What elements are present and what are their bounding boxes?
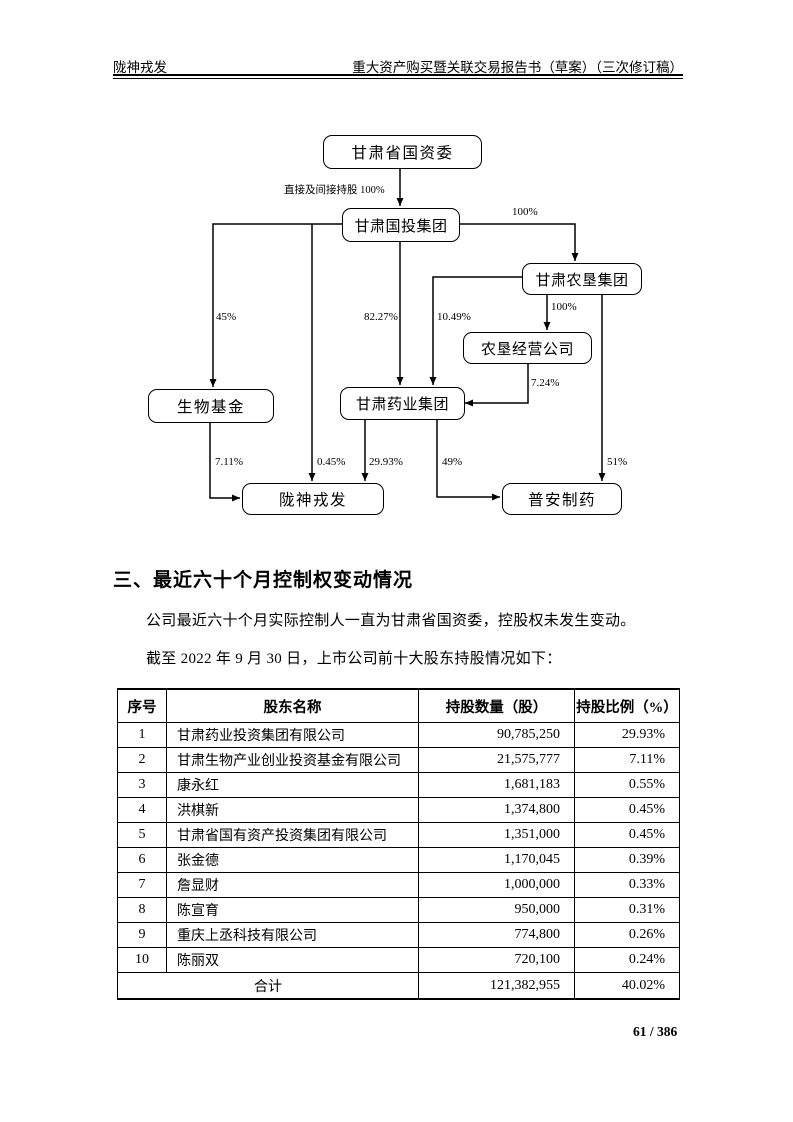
cell-name: 詹显财 xyxy=(166,872,419,898)
cell-total-label: 合计 xyxy=(117,972,419,1000)
table-row: 3 康永红 1,681,183 0.55% xyxy=(117,772,680,798)
col-header-no: 序号 xyxy=(117,688,167,723)
edge-label-7-24: 7.24% xyxy=(531,377,560,389)
diagram-node-puan-pharma: 普安制药 xyxy=(502,483,622,515)
cell-no: 4 xyxy=(117,797,167,823)
diagram-node-gansu-nongken-group: 甘肃农垦集团 xyxy=(522,263,642,295)
paragraph-table-intro: 截至 2022 年 9 月 30 日，上市公司前十大股东持股情况如下： xyxy=(146,651,562,667)
cell-pct: 0.24% xyxy=(574,947,680,973)
cell-pct: 0.45% xyxy=(574,822,680,848)
cell-pct: 0.33% xyxy=(574,872,680,898)
diagram-node-gansu-sasac: 甘肃省国资委 xyxy=(323,135,482,169)
edge-label-0-45: 0.45% xyxy=(317,456,346,468)
diagram-node-gansu-guotou-group: 甘肃国投集团 xyxy=(342,208,460,242)
edge-label-direct-indirect-100: 直接及间接持股 100% xyxy=(284,185,385,196)
cell-shares: 21,575,777 xyxy=(418,747,575,773)
edge-label-29-93: 29.93% xyxy=(369,456,403,468)
edge-label-100-guotou-nongken: 100% xyxy=(512,206,538,218)
cell-pct: 0.39% xyxy=(574,847,680,873)
cell-shares: 720,100 xyxy=(418,947,575,973)
cell-total-shares: 121,382,955 xyxy=(418,972,575,1000)
diagram-node-gansu-yaoye-group: 甘肃药业集团 xyxy=(340,387,465,420)
cell-pct: 0.55% xyxy=(574,772,680,798)
header-rule xyxy=(113,74,683,79)
cell-shares: 1,170,045 xyxy=(418,847,575,873)
table-row: 4 洪棋新 1,374,800 0.45% xyxy=(117,797,680,823)
cell-shares: 950,000 xyxy=(418,897,575,923)
cell-shares: 1,351,000 xyxy=(418,822,575,848)
table-row: 10 陈丽双 720,100 0.24% xyxy=(117,947,680,973)
edge-label-10-49: 10.49% xyxy=(437,311,471,323)
cell-shares: 774,800 xyxy=(418,922,575,948)
section-heading: 三、最近六十个月控制权变动情况 xyxy=(113,570,414,591)
cell-no: 7 xyxy=(117,872,167,898)
edge-label-100-nongken-jingying: 100% xyxy=(551,301,577,313)
col-header-shares: 持股数量（股） xyxy=(418,688,575,723)
cell-shares: 1,374,800 xyxy=(418,797,575,823)
col-header-pct: 持股比例（%） xyxy=(574,688,680,723)
cell-no: 8 xyxy=(117,897,167,923)
cell-pct: 0.31% xyxy=(574,897,680,923)
cell-no: 3 xyxy=(117,772,167,798)
diagram-node-nongken-jingying: 农垦经营公司 xyxy=(463,332,592,364)
cell-no: 5 xyxy=(117,822,167,848)
cell-shares: 1,681,183 xyxy=(418,772,575,798)
paragraph-control-change: 公司最近六十个月实际控制人一直为甘肃省国资委，控股权未发生变动。 xyxy=(146,613,636,629)
cell-name: 张金德 xyxy=(166,847,419,873)
edge-label-7-11: 7.11% xyxy=(215,456,244,468)
table-row: 8 陈宣育 950,000 0.31% xyxy=(117,897,680,923)
edge-label-82-27: 82.27% xyxy=(364,311,398,323)
cell-pct: 0.26% xyxy=(574,922,680,948)
header-left-title: 陇神戎发 xyxy=(113,60,167,75)
table-row: 2 甘肃生物产业创业投资基金有限公司 21,575,777 7.11% xyxy=(117,747,680,773)
edge-label-45: 45% xyxy=(216,311,237,323)
cell-name: 陈宣育 xyxy=(166,897,419,923)
cell-no: 2 xyxy=(117,747,167,773)
table-row: 5 甘肃省国有资产投资集团有限公司 1,351,000 0.45% xyxy=(117,822,680,848)
cell-no: 9 xyxy=(117,922,167,948)
cell-shares: 90,785,250 xyxy=(418,722,575,748)
diagram-node-longshen-rongfa: 陇神戎发 xyxy=(242,483,384,515)
table-total-row: 合计 121,382,955 40.02% xyxy=(117,972,680,1000)
equity-structure-diagram: 甘肃省国资委 甘肃国投集团 甘肃农垦集团 农垦经营公司 生物基金 甘肃药业集团 … xyxy=(0,0,793,560)
table-row: 7 詹显财 1,000,000 0.33% xyxy=(117,872,680,898)
diagram-node-shengwu-fund: 生物基金 xyxy=(148,389,274,423)
edge-label-49: 49% xyxy=(442,456,463,468)
cell-name: 陈丽双 xyxy=(166,947,419,973)
diagram-connectors xyxy=(209,167,606,502)
table-row: 1 甘肃药业投资集团有限公司 90,785,250 29.93% xyxy=(117,722,680,748)
cell-name: 重庆上丞科技有限公司 xyxy=(166,922,419,948)
cell-name: 洪棋新 xyxy=(166,797,419,823)
cell-pct: 29.93% xyxy=(574,722,680,748)
table-header-row: 序号 股东名称 持股数量（股） 持股比例（%） xyxy=(117,688,680,723)
cell-no: 10 xyxy=(117,947,167,973)
cell-pct: 0.45% xyxy=(574,797,680,823)
header-right-title: 重大资产购买暨关联交易报告书（草案）（三次修订稿） xyxy=(352,60,683,75)
page-number: 61 / 386 xyxy=(633,1024,678,1039)
cell-pct: 7.11% xyxy=(574,747,680,773)
table-row: 9 重庆上丞科技有限公司 774,800 0.26% xyxy=(117,922,680,948)
cell-shares: 1,000,000 xyxy=(418,872,575,898)
cell-total-pct: 40.02% xyxy=(574,972,680,1000)
cell-name: 甘肃药业投资集团有限公司 xyxy=(166,722,419,748)
cell-no: 6 xyxy=(117,847,167,873)
cell-no: 1 xyxy=(117,722,167,748)
cell-name: 甘肃省国有资产投资集团有限公司 xyxy=(166,822,419,848)
table-row: 6 张金德 1,170,045 0.39% xyxy=(117,847,680,873)
cell-name: 康永红 xyxy=(166,772,419,798)
top-shareholders-table: 序号 股东名称 持股数量（股） 持股比例（%） 1 甘肃药业投资集团有限公司 9… xyxy=(117,688,680,1000)
edge-label-51: 51% xyxy=(607,456,628,468)
cell-name: 甘肃生物产业创业投资基金有限公司 xyxy=(166,747,419,773)
col-header-name: 股东名称 xyxy=(166,688,419,723)
